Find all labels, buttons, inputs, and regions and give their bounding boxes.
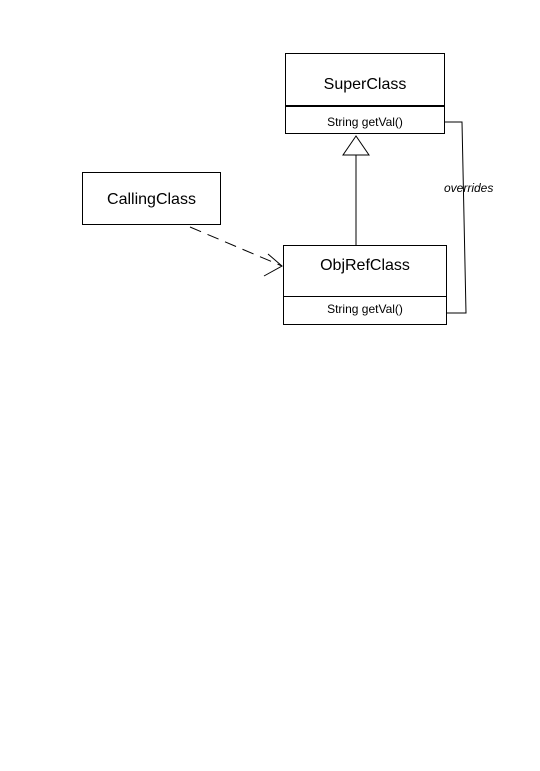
superclass-box: SuperClass String getVal()	[285, 53, 445, 134]
superclass-divider	[286, 105, 444, 107]
superclass-method: String getVal()	[327, 115, 403, 129]
overrides-label: overrides	[444, 181, 494, 195]
callingclass-name: CallingClass	[107, 191, 196, 208]
objrefclass-divider	[284, 296, 446, 297]
objrefclass-box: ObjRefClass String getVal()	[283, 245, 447, 325]
superclass-name: SuperClass	[323, 76, 407, 93]
inheritance-arrowhead	[342, 135, 370, 156]
overrides-line	[428, 121, 467, 314]
dependency-arrowhead	[263, 253, 283, 277]
objrefclass-name: ObjRefClass	[320, 257, 410, 274]
dependency-line	[189, 226, 283, 267]
objrefclass-method: String getVal()	[327, 302, 403, 316]
callingclass-box: CallingClass	[82, 172, 221, 225]
